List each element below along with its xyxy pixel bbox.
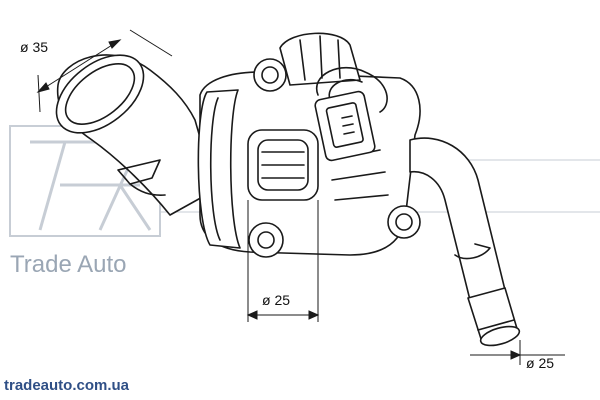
- watermark-site-text: tradeauto.com.ua: [4, 377, 130, 394]
- thermostat-housing: [197, 32, 421, 256]
- outlet-dimension: [470, 340, 565, 365]
- inlet-diameter-label: ø 35: [20, 39, 48, 55]
- outlet-diameter-label: ø 25: [526, 355, 554, 371]
- inlet-pipe: [55, 54, 216, 216]
- temperature-sensor: [314, 67, 388, 162]
- center-diameter-label: ø 25: [262, 292, 290, 308]
- bolt-boss-right: [387, 205, 421, 239]
- center-dimension: [246, 200, 320, 322]
- bolt-boss-top: [253, 58, 287, 92]
- bolt-boss-bottom: [248, 222, 284, 258]
- inlet-dimension: [36, 29, 173, 113]
- outlet-pipe: [409, 137, 521, 347]
- dimension-annotations: [36, 29, 565, 365]
- watermark-brand-text: Trade Auto: [10, 251, 127, 278]
